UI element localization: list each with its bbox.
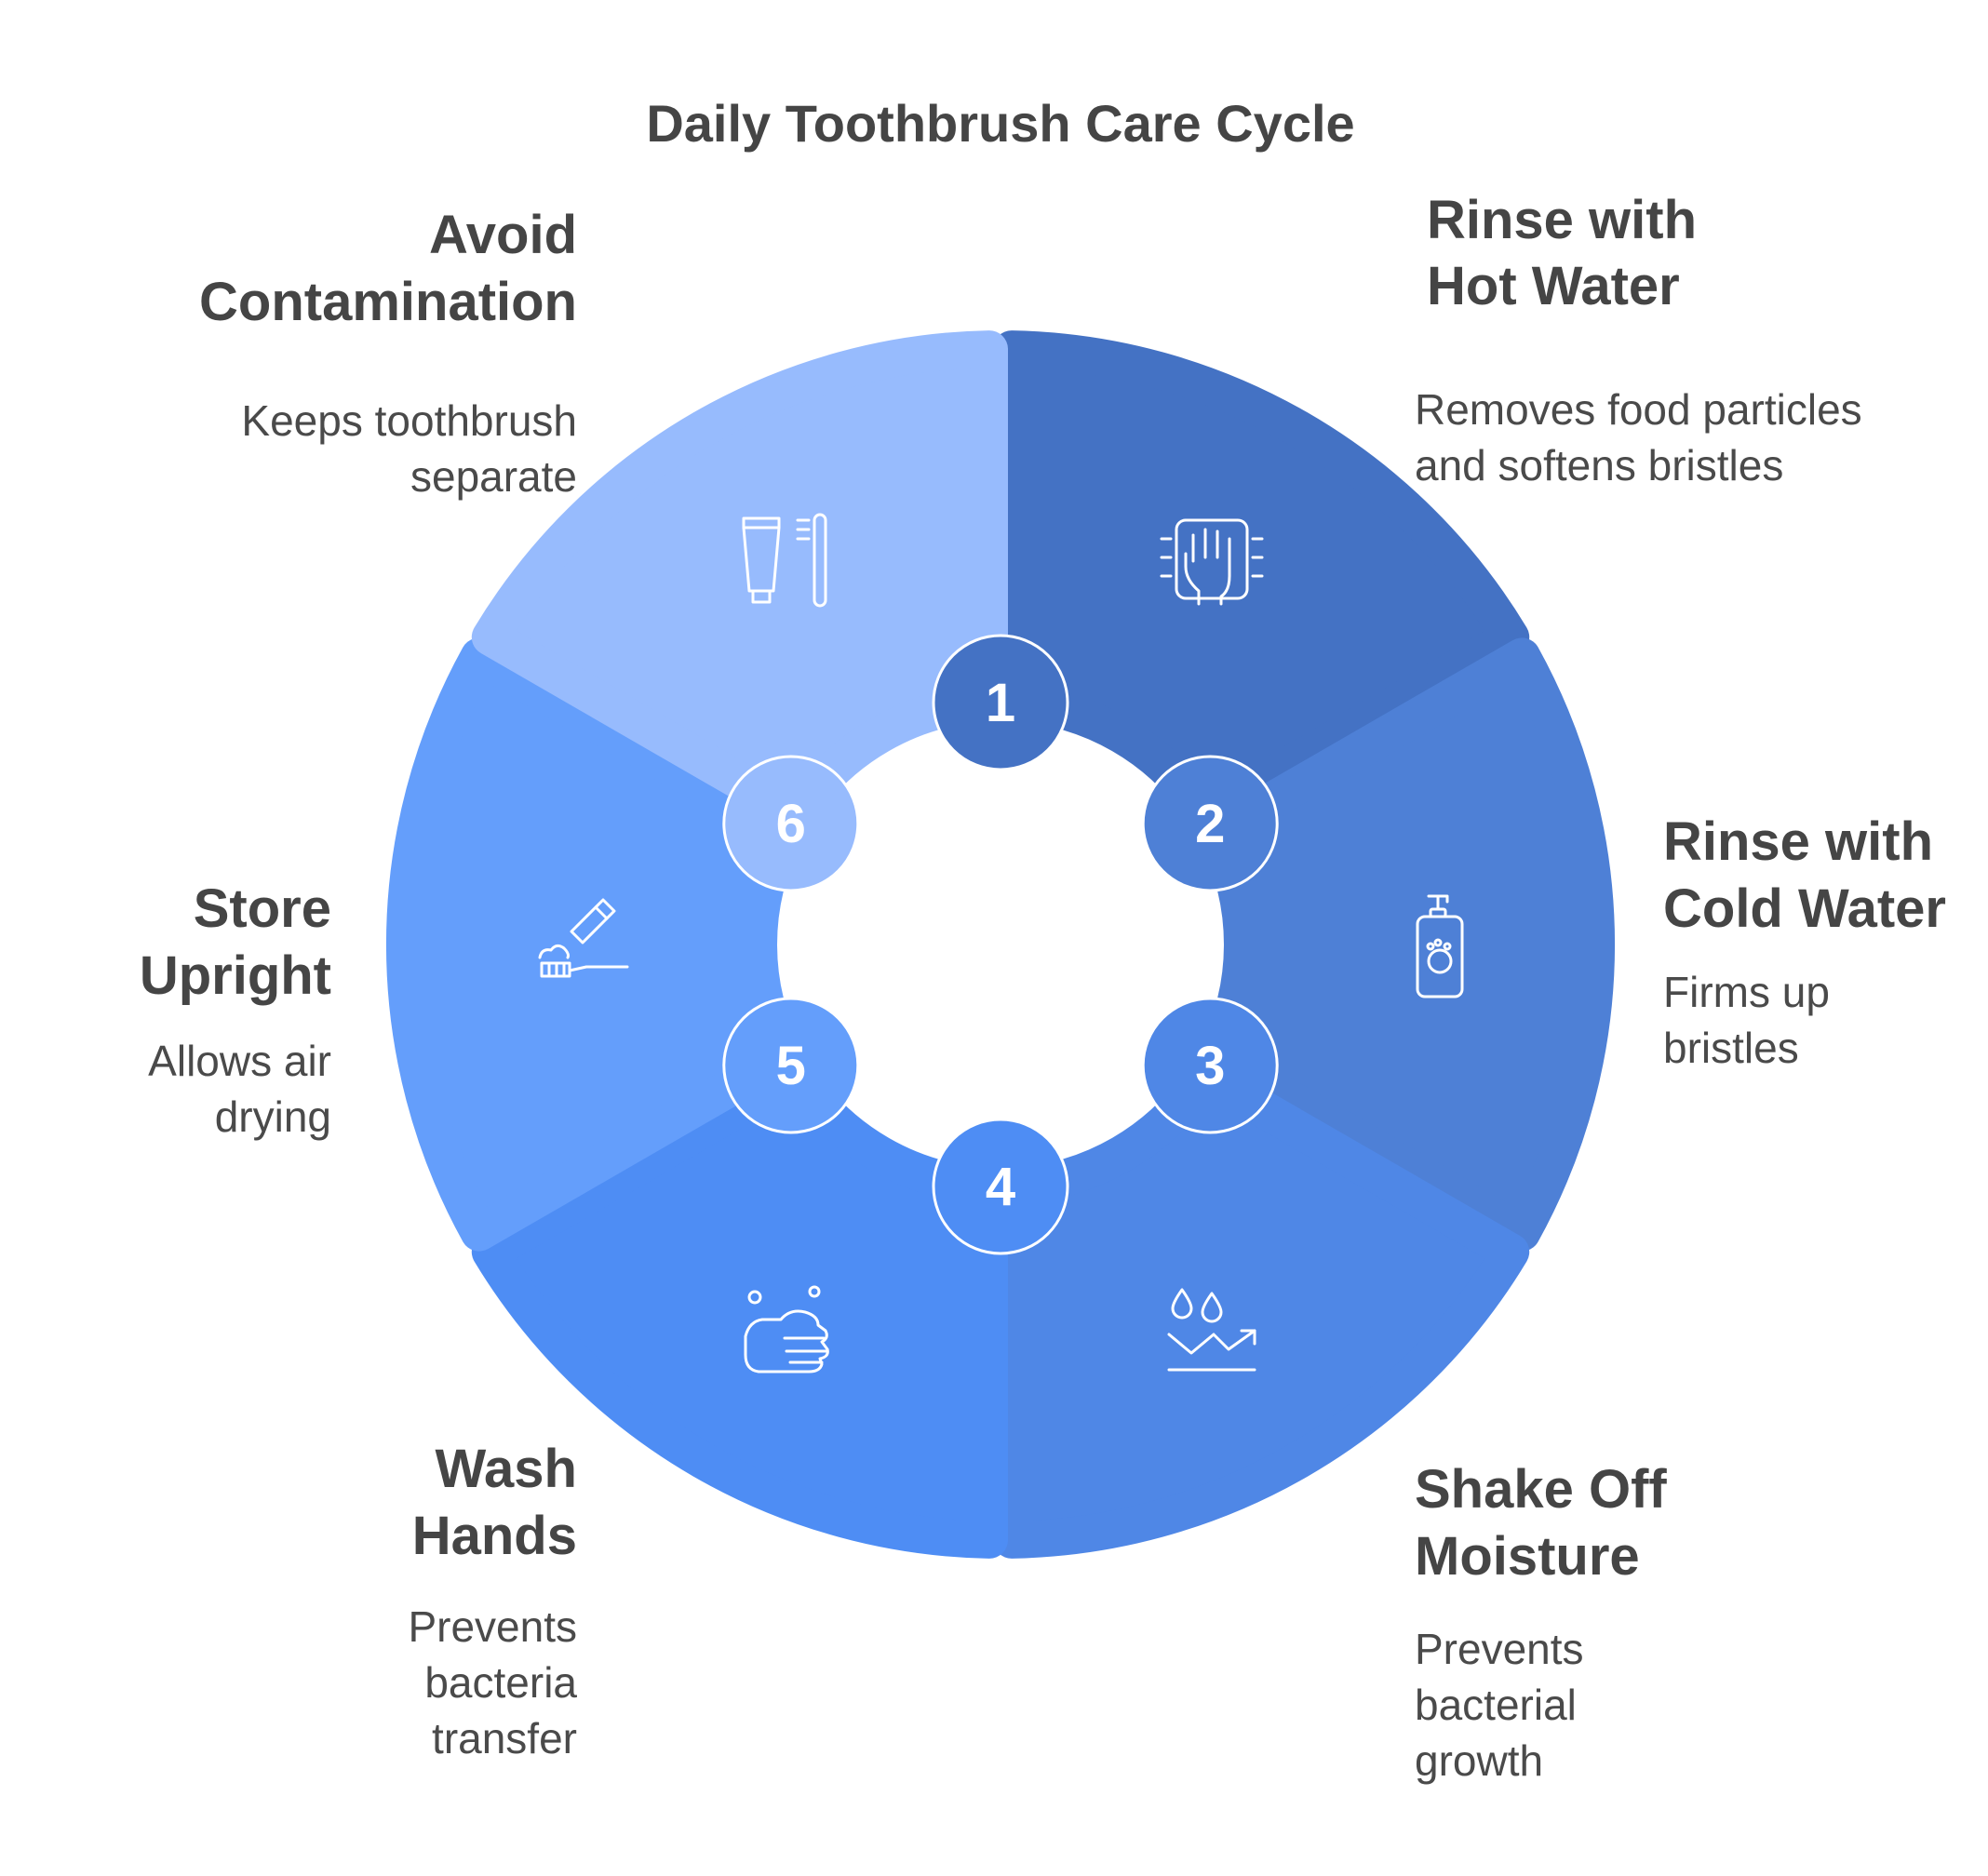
segment-step-1 (993, 330, 1530, 833)
step-number-1: 1 (986, 673, 1015, 733)
step-2-label: Rinse with Cold Water Firms up bristles (1663, 811, 1946, 1072)
step-desc-line: bacteria (424, 1658, 577, 1707)
step-title-line: Hot Water (1427, 256, 1680, 316)
step-badges: 1 2 3 4 5 6 (722, 634, 1279, 1255)
step-badge-4 (932, 1118, 1069, 1255)
step-desc-line: Firms up (1663, 968, 1830, 1016)
step-desc-line: Prevents (1415, 1625, 1584, 1673)
pump-bottle-icon (1416, 894, 1464, 998)
step-number-5: 5 (776, 1036, 806, 1096)
step-6-label: Avoid Contamination Keeps toothbrush sep… (199, 205, 577, 501)
step-desc-line: bristles (1663, 1024, 1799, 1072)
step-desc-line: separate (410, 452, 577, 501)
step-title-line: Store (194, 878, 331, 939)
step-badge-6 (722, 755, 860, 892)
step-title-line: Moisture (1415, 1526, 1640, 1587)
step-title-line: Rinse with (1663, 811, 1933, 872)
step-desc-line: drying (215, 1092, 331, 1141)
step-number-6: 6 (776, 794, 806, 854)
step-desc-line: Keeps toothbrush (241, 396, 577, 445)
diagram-title: Daily Toothbrush Care Cycle (646, 94, 1354, 153)
step-title-line: Cold Water (1663, 878, 1946, 939)
segment-step-3 (993, 1056, 1530, 1559)
step-title-line: Hands (412, 1506, 577, 1566)
step-title-line: Shake Off (1415, 1459, 1667, 1520)
soapy-hands-icon (744, 1285, 829, 1374)
step-desc-line: bacterial (1415, 1681, 1577, 1729)
step-badge-3 (1141, 997, 1279, 1134)
segment-step-6 (471, 330, 1008, 833)
segment-step-2 (1196, 637, 1615, 1252)
step-desc-line: and softens bristles (1415, 441, 1783, 489)
step-badge-1 (932, 634, 1069, 771)
toothpaste-brush-icon (538, 898, 629, 978)
step-number-4: 4 (986, 1157, 1015, 1217)
step-badge-2 (1141, 755, 1279, 892)
step-desc-line: Prevents (408, 1602, 577, 1651)
step-desc-line: Removes food particles (1415, 385, 1862, 434)
step-5-label: Store Upright Allows air drying (140, 878, 331, 1141)
step-title-line: Wash (435, 1439, 577, 1499)
step-4-label: Wash Hands Prevents bacteria transfer (408, 1439, 577, 1762)
step-desc-line: growth (1415, 1736, 1543, 1785)
step-desc-line: Allows air (148, 1037, 331, 1085)
cycle-segments (386, 330, 1615, 1559)
segment-step-5 (386, 637, 805, 1252)
step-number-3: 3 (1195, 1036, 1225, 1096)
step-title-line: Contamination (199, 272, 577, 332)
drops-trend-icon (1167, 1288, 1256, 1372)
step-title-line: Avoid (429, 205, 577, 265)
tube-and-brush-icon (742, 513, 827, 608)
step-1-label: Rinse with Hot Water Removes food partic… (1415, 190, 1862, 489)
step-title-line: Upright (140, 945, 331, 1006)
step-title-line: Rinse with (1427, 190, 1697, 250)
step-number-2: 2 (1195, 794, 1225, 854)
step-badge-5 (722, 997, 860, 1134)
step-3-label: Shake Off Moisture Prevents bacterial gr… (1415, 1459, 1667, 1785)
step-desc-line: transfer (432, 1714, 577, 1762)
segment-step-4 (471, 1056, 1008, 1559)
hand-scan-icon (1160, 518, 1264, 606)
